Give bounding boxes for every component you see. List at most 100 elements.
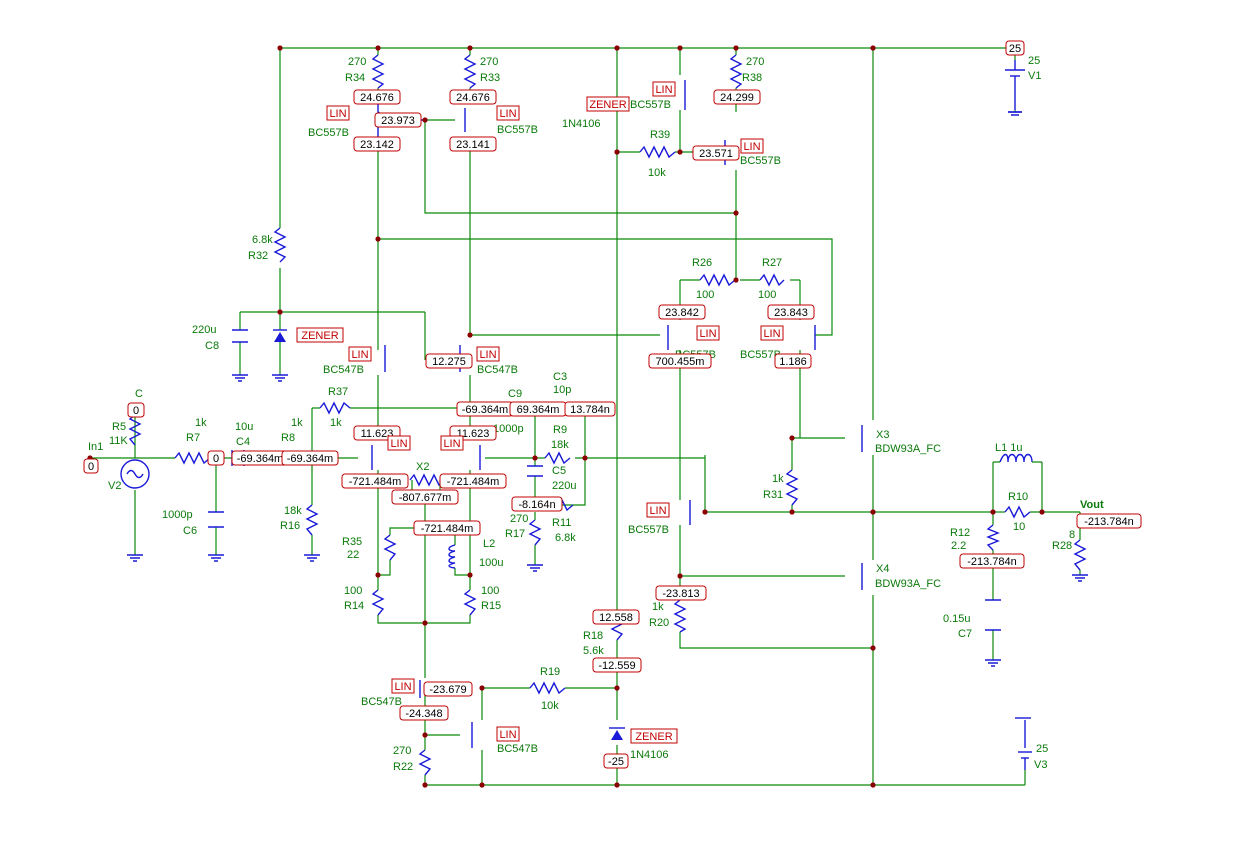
component-label: 1k <box>330 417 342 429</box>
component-label: 18k <box>284 505 302 517</box>
model-tag: LIN <box>348 346 372 362</box>
component-label: 220u <box>552 480 576 492</box>
battery-v3 <box>1015 717 1032 770</box>
voltage-value: -24.348 <box>405 708 442 720</box>
junction-dot <box>1039 509 1045 515</box>
model-tag: LIN <box>496 105 520 121</box>
component-label: 10 <box>1013 521 1025 533</box>
junction-dot <box>990 509 996 515</box>
voltage-value: 1.186 <box>779 356 807 368</box>
component-label: 10k <box>541 700 559 712</box>
model-tag-label: LIN <box>479 349 496 361</box>
zener-diode-bottom <box>609 727 625 740</box>
voltage-readout: 23.973 <box>374 112 422 128</box>
voltage-readout: 1.186 <box>774 353 812 369</box>
component-label: 10k <box>648 167 666 179</box>
junction-dot <box>479 782 485 788</box>
model-tag-label: ZENER <box>589 99 626 111</box>
component-label: R15 <box>481 600 501 612</box>
voltage-readout: -23.813 <box>655 585 707 601</box>
voltage-readout: -25 <box>603 753 629 769</box>
voltage-value: -721.484m <box>349 476 402 488</box>
junction-dot <box>733 45 739 51</box>
component-label: 100 <box>481 585 499 597</box>
voltage-value: 700.455m <box>656 356 705 368</box>
voltage-value: 13.784n <box>570 404 610 416</box>
model-tag-label: LIN <box>499 108 516 120</box>
component-label: BDW93A_FC <box>875 443 941 455</box>
voltage-value: 11.623 <box>457 428 490 440</box>
component-label: R28 <box>1052 540 1072 552</box>
model-tag: LIN <box>496 726 520 742</box>
model-tag: LIN <box>391 678 415 694</box>
component-label: In1 <box>88 441 103 453</box>
component-label: R17 <box>505 528 525 540</box>
voltage-readout: 23.842 <box>658 304 706 320</box>
component-label: 5.6k <box>583 645 604 657</box>
resistor-x2 <box>409 473 446 487</box>
model-tag-label: LIN <box>655 84 672 96</box>
voltage-readout: 23.843 <box>767 304 815 320</box>
junction-dot <box>467 572 473 578</box>
model-tag-label: ZENER <box>635 731 672 743</box>
component-label: 1k <box>291 417 303 429</box>
voltage-readout: -23.679 <box>423 681 473 697</box>
model-tag: LIN <box>326 105 350 121</box>
resistor-r26 <box>699 273 736 287</box>
component-label: 100 <box>758 289 776 301</box>
component-label: Vout <box>1080 499 1104 511</box>
model-tag: LIN <box>646 502 670 518</box>
component-label: C6 <box>183 525 197 537</box>
model-tag: LIN <box>652 81 676 97</box>
voltage-value: -721.484m <box>447 476 500 488</box>
resistor-r10 <box>1004 505 1031 519</box>
voltage-value: 0 <box>88 461 94 473</box>
v3-name: V3 <box>1034 759 1047 771</box>
voltage-readout: 0 <box>83 458 99 474</box>
component-label: R20 <box>649 617 669 629</box>
component-label: 6.8k <box>252 234 273 246</box>
junction-dot <box>467 332 473 338</box>
component-label: 1k <box>652 601 664 613</box>
voltage-readout: -721.484m <box>439 473 507 489</box>
resistor-r20 <box>673 599 687 633</box>
component-label: 270 <box>348 56 366 68</box>
voltage-readout: 24.676 <box>449 89 497 105</box>
model-tag: LIN <box>476 346 500 362</box>
voltage-value: 24.676 <box>456 92 490 104</box>
model-tag-label: LIN <box>443 438 460 450</box>
component-label: X4 <box>876 563 889 575</box>
component-label: R9 <box>553 424 567 436</box>
voltage-readout: -24.348 <box>399 705 449 721</box>
junction-dot <box>614 782 620 788</box>
model-tag-label: LIN <box>351 349 368 361</box>
resistor-r37 <box>319 401 351 415</box>
voltage-readout: 12.558 <box>592 609 640 625</box>
model-tag: LIN <box>440 435 464 451</box>
junction-dot <box>870 45 876 51</box>
voltage-readout: -69.364m <box>281 450 339 466</box>
capacitor-c8 <box>232 329 248 343</box>
model-tag-label: LIN <box>390 438 407 450</box>
component-label: 11K <box>109 435 128 447</box>
component-label: BC547B <box>323 364 364 376</box>
junction-dot <box>789 435 795 441</box>
voltage-value: 23.571 <box>699 148 733 160</box>
model-tag: ZENER <box>630 728 678 744</box>
junction-dot <box>702 509 708 515</box>
junction-dot <box>375 236 381 242</box>
component-label: R12 <box>950 527 970 539</box>
inductor-l1 <box>993 453 1042 463</box>
voltage-readout: 69.364m <box>509 401 567 417</box>
component-label: C8 <box>205 340 219 352</box>
resistor-r5 <box>128 414 142 446</box>
model-tag-label: LIN <box>763 328 780 340</box>
voltage-value: 11.623 <box>361 428 394 440</box>
voltage-readout: -69.364m <box>231 450 289 466</box>
junction-dot <box>614 149 620 155</box>
model-tag: ZENER <box>296 327 344 343</box>
component-label: 270 <box>746 56 764 68</box>
model-tag: ZENER <box>586 96 630 112</box>
